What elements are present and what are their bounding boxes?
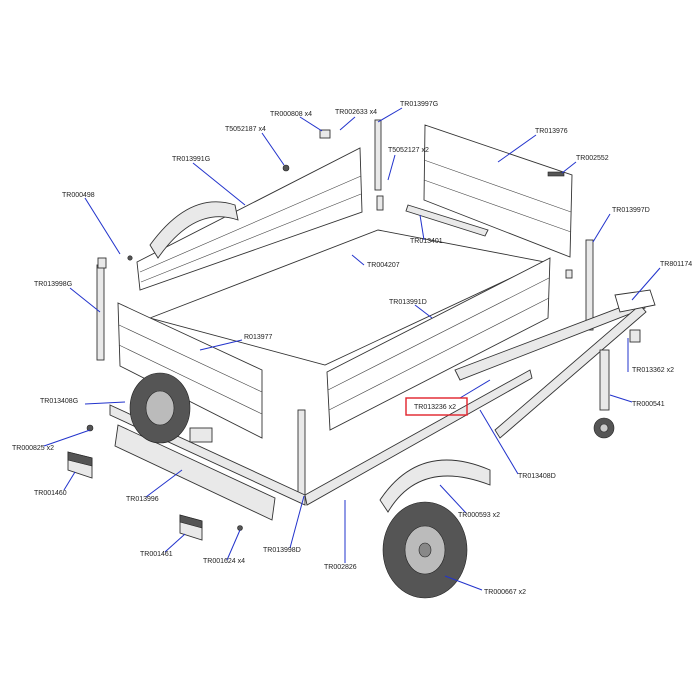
label-tr013996: TR013996	[126, 496, 159, 503]
clip	[565, 269, 573, 279]
nut	[237, 525, 243, 531]
right-side-panel	[326, 257, 551, 431]
jockey-wheel	[593, 349, 615, 439]
jockey-wheel-tube	[599, 349, 610, 411]
leader-lines	[43, 107, 661, 591]
side-reflector	[629, 329, 641, 343]
pin	[547, 171, 565, 177]
label-tr013236: TR013236 x2	[414, 404, 456, 411]
label-tr013997d: TR013997D	[612, 207, 650, 214]
label-tr001461: TR001461	[140, 551, 173, 558]
part-labels: TR000808 x4 TR002633 x4 TR013997G T50521…	[12, 101, 692, 596]
wheels	[129, 201, 491, 599]
latch	[376, 195, 384, 211]
left-side-panel	[136, 147, 363, 291]
label-tr013997g: TR013997G	[400, 101, 438, 108]
label-tr013408d: TR013408D	[518, 473, 556, 480]
label-tr013991d: TR013991D	[389, 299, 427, 306]
label-tr000808: TR000808 x4	[270, 111, 312, 118]
label-tr801174: TR801174	[660, 261, 692, 268]
axle-hub	[189, 427, 213, 443]
front-left-post	[374, 119, 382, 191]
rear-left-post	[96, 264, 105, 361]
label-t5052127: T5052127 x2	[388, 147, 429, 154]
plug	[86, 424, 94, 432]
label-tr000667: TR000667 x2	[484, 589, 526, 596]
front-panel	[423, 124, 573, 258]
label-tr013998d: TR013998D	[263, 547, 301, 554]
rear-right-post	[297, 409, 306, 496]
bracket	[97, 257, 107, 269]
bolt	[282, 164, 290, 172]
label-tr000825: TR000825 x2	[12, 445, 54, 452]
label-tr002826: TR002826	[324, 564, 357, 571]
hinge-clip	[319, 129, 331, 139]
label-tr001460: TR001460	[34, 490, 67, 497]
trailer-body	[96, 119, 594, 496]
coupling-head	[614, 289, 656, 313]
label-r013977: R013977	[244, 334, 273, 341]
front-right-post	[585, 239, 594, 331]
label-tr000541: TR000541	[632, 401, 665, 408]
label-tr013362: TR013362 x2	[632, 367, 674, 374]
mudguard-right	[379, 459, 491, 513]
mudguard-left	[149, 201, 239, 259]
drawbar-right	[494, 304, 647, 439]
label-tr013998g: TR013998G	[34, 281, 72, 288]
label-tr004207: TR004207	[367, 262, 400, 269]
drawbar-left	[454, 299, 646, 381]
label-tr013408g: TR013408G	[40, 398, 78, 405]
label-tr002633: TR002633 x4	[335, 109, 377, 116]
rear-bumper-bar	[114, 424, 276, 521]
label-tr001624: TR001624 x4	[203, 558, 245, 565]
label-t5052187: T5052187 x4	[225, 126, 266, 133]
rear-lights	[67, 451, 203, 541]
highlight-box	[405, 397, 468, 416]
label-tr002552: TR002552	[576, 155, 609, 162]
label-tr013401: TR013401	[410, 238, 443, 245]
floor-rail	[405, 204, 489, 237]
hardware	[86, 129, 573, 531]
light-bracket	[127, 255, 133, 261]
label-tr000498: TR000498	[62, 192, 95, 199]
label-tr000593: TR000593 x2	[458, 512, 500, 519]
side-frame-beam	[304, 369, 533, 506]
label-tr013976: TR013976	[535, 128, 568, 135]
label-tr013991g: TR013991G	[172, 156, 210, 163]
